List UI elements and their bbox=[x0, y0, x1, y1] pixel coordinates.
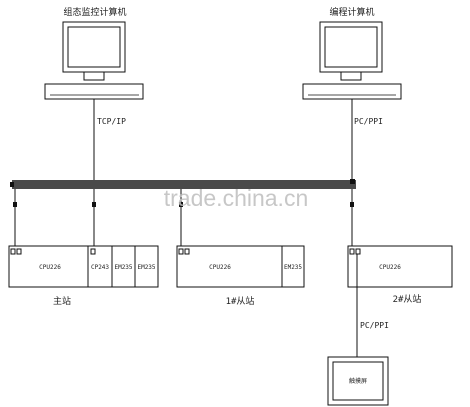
master-station-frame bbox=[8, 245, 159, 288]
supervisor-screen bbox=[67, 26, 121, 68]
port-icon bbox=[16, 248, 22, 255]
slave1-station bbox=[176, 245, 305, 288]
slave1-station-caption: 1#从站 bbox=[226, 295, 255, 307]
slave1-em-label: EM235 bbox=[284, 264, 302, 271]
port-icon bbox=[10, 248, 16, 255]
master-em2-label: EM235 bbox=[137, 264, 155, 271]
programming-stand bbox=[340, 71, 362, 81]
supervisor-computer bbox=[44, 21, 144, 100]
slave2-cpu-label: CPU226 bbox=[379, 264, 401, 271]
port-icon bbox=[90, 248, 96, 255]
port-icon bbox=[178, 248, 184, 255]
port-icon bbox=[349, 248, 355, 255]
hmi-screen bbox=[332, 361, 384, 401]
programming-screen bbox=[324, 26, 378, 68]
slave2-station bbox=[347, 245, 453, 288]
port-icon bbox=[355, 248, 361, 255]
hmi-label: 触摸屏 bbox=[349, 377, 367, 385]
pc-ppi-top-label: PC/PPI bbox=[354, 117, 383, 126]
programming-base bbox=[302, 83, 402, 100]
master-em1-label: EM235 bbox=[114, 264, 132, 271]
bus-end-left bbox=[10, 182, 14, 187]
watermark-text: trade.china.cn bbox=[164, 185, 308, 211]
supervisor-computer-label: 组态监控计算机 bbox=[63, 6, 126, 18]
network-bus bbox=[12, 180, 356, 189]
master-cpu-label: CPU226 bbox=[39, 264, 61, 271]
supervisor-stand bbox=[83, 71, 105, 81]
programming-computer bbox=[302, 21, 402, 100]
slave1-station-frame bbox=[176, 245, 305, 288]
hmi-touchscreen bbox=[327, 356, 389, 406]
slave2-station-caption: 2#从站 bbox=[393, 293, 422, 305]
slave2-station-frame bbox=[347, 245, 453, 288]
tcp-ip-label: TCP/IP bbox=[97, 117, 126, 126]
programming-computer-label: 编程计算机 bbox=[329, 6, 374, 18]
pc-ppi-bottom-label: PC/PPI bbox=[360, 321, 389, 330]
master-station-caption: 主站 bbox=[53, 295, 71, 307]
port-icon bbox=[184, 248, 190, 255]
slave1-cpu-label: CPU226 bbox=[209, 264, 231, 271]
bus-node-right bbox=[350, 179, 355, 184]
supervisor-base bbox=[44, 83, 144, 100]
master-station bbox=[8, 245, 159, 288]
master-cp-label: CP243 bbox=[91, 264, 109, 271]
